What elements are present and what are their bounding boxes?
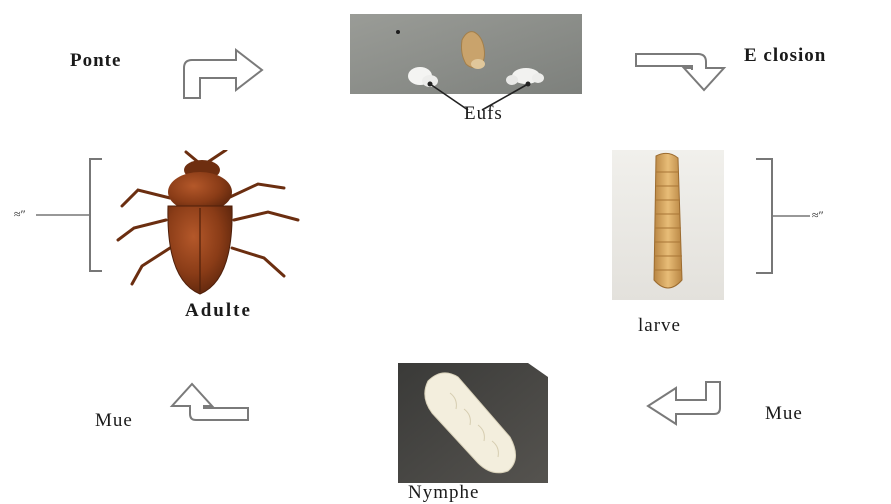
eclosion-arrow-icon: [632, 50, 732, 92]
larva-size-bracket: [752, 155, 812, 277]
eggs-label: Eufs: [464, 103, 503, 125]
mue-right-label: Mue: [765, 403, 803, 425]
mue-left-label: Mue: [95, 410, 133, 432]
mue-left-arrow-icon: [166, 380, 252, 424]
ponte-arrow-icon: [178, 48, 266, 102]
adult-beetle-photo: [108, 150, 308, 300]
adult-label: Adulte: [185, 300, 252, 322]
larva-label: larve: [638, 315, 681, 337]
ponte-label: Ponte: [70, 50, 121, 72]
pupa-photo: [398, 363, 548, 483]
larva-size-marker: ≈″: [812, 208, 824, 223]
eclosion-label: E closion: [744, 45, 826, 67]
adult-size-marker: ≈″: [14, 207, 26, 222]
adult-size-bracket: [36, 155, 106, 275]
larva-photo: [612, 150, 724, 300]
mue-right-arrow-icon: [640, 378, 730, 426]
